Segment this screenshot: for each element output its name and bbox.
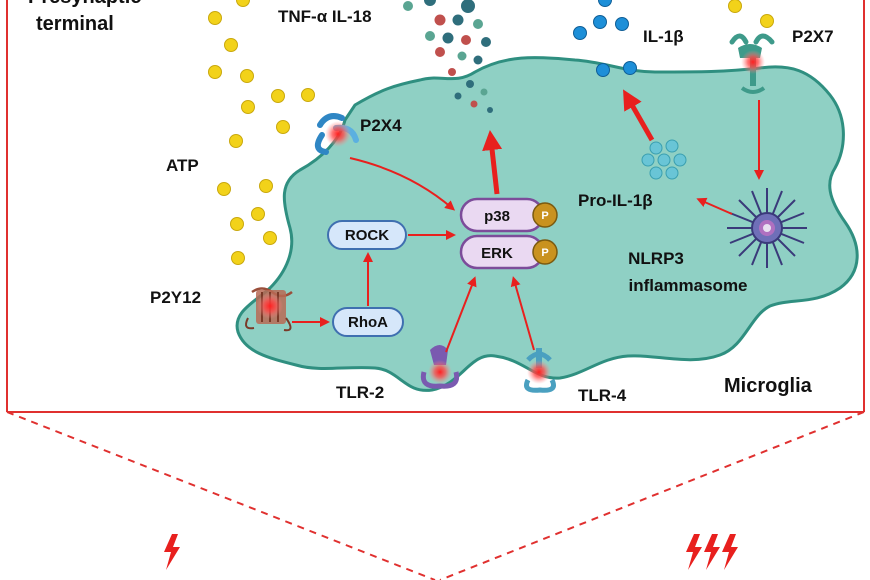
arrow-nlrp3-to-proil1b xyxy=(696,197,733,215)
tlr2-receptor-icon xyxy=(420,345,460,389)
p2x4-receptor-icon xyxy=(314,113,359,155)
erk-box: ERK P xyxy=(459,234,558,270)
atp-dot xyxy=(217,182,231,196)
pro-il1b-label: Pro-IL-1β xyxy=(578,191,653,210)
p38-phospho-label: P xyxy=(541,210,548,222)
lightning-bolt-icon xyxy=(686,534,702,570)
tnf-il18-label: TNF-α IL-18 xyxy=(278,7,372,26)
tlr4-receptor-icon xyxy=(524,348,556,393)
arrow-p2x4-to-p38 xyxy=(349,157,456,211)
atp-dot xyxy=(231,251,245,265)
p2x4-label: P2X4 xyxy=(360,116,402,135)
il1b-label: IL-1β xyxy=(643,27,684,46)
atp-dot xyxy=(229,134,243,148)
atp-dot xyxy=(259,179,273,193)
atp-molecules xyxy=(208,0,774,265)
arrow-tlr2-to-erk xyxy=(445,276,477,353)
rock-box: ROCK xyxy=(327,220,407,250)
atp-dot xyxy=(241,100,255,114)
rhoa-label: RhoA xyxy=(348,314,388,331)
atp-dot xyxy=(276,120,290,134)
inflammasome-label: inflammasome xyxy=(628,276,747,295)
atp-dot xyxy=(263,231,277,245)
atp-dot xyxy=(251,207,265,221)
erk-phospho-label: P xyxy=(541,247,548,259)
atp-dot xyxy=(208,11,222,25)
pathway-arrows xyxy=(292,89,764,353)
terminal-label: terminal xyxy=(36,13,114,35)
atp-dot xyxy=(208,65,222,79)
rhoa-box: RhoA xyxy=(332,307,404,337)
nlrp3-label: NLRP3 xyxy=(628,249,684,268)
lightning-bolt-icon xyxy=(704,534,720,570)
arrow-tlr4-to-erk xyxy=(510,276,535,351)
atp-dot xyxy=(240,69,254,83)
presynaptic-label: Presynaptic xyxy=(28,0,141,8)
atp-dot xyxy=(271,89,285,103)
arrow-proil1b-to-il1b xyxy=(623,89,655,142)
tlr2-label: TLR-2 xyxy=(336,383,384,402)
atp-dot xyxy=(224,38,238,52)
atp-dot xyxy=(236,0,250,7)
atp-dot xyxy=(301,88,315,102)
nlrp3-inflammasome-icon xyxy=(727,188,807,268)
p2x7-receptor-icon xyxy=(729,33,775,94)
lightning-bolt-icon xyxy=(164,534,180,570)
p2y12-label: P2Y12 xyxy=(150,288,201,307)
zoom-frame xyxy=(6,0,865,580)
il1b-released-dots xyxy=(573,0,637,77)
rock-label: ROCK xyxy=(345,227,389,244)
atp-dot xyxy=(230,217,244,231)
tnf-il18-cytokines xyxy=(403,0,493,113)
lightning-bolts xyxy=(164,534,738,570)
p2y12-receptor-icon xyxy=(245,287,293,332)
tlr4-label: TLR-4 xyxy=(578,386,627,405)
p38-label: p38 xyxy=(484,208,510,225)
atp-dot xyxy=(760,14,774,28)
microglia-label: Microglia xyxy=(724,375,813,397)
diagram-labels: Presynaptic terminal TNF-α IL-18 IL-1β P… xyxy=(28,0,834,405)
p38-box: p38 P xyxy=(459,197,558,233)
p2x7-label: P2X7 xyxy=(792,27,834,46)
lightning-bolt-icon xyxy=(722,534,738,570)
erk-label: ERK xyxy=(481,245,513,262)
arrow-kinases-to-release xyxy=(482,130,503,195)
atp-label: ATP xyxy=(166,156,199,175)
pro-il1b-cluster xyxy=(641,139,687,180)
atp-dot xyxy=(728,0,742,13)
